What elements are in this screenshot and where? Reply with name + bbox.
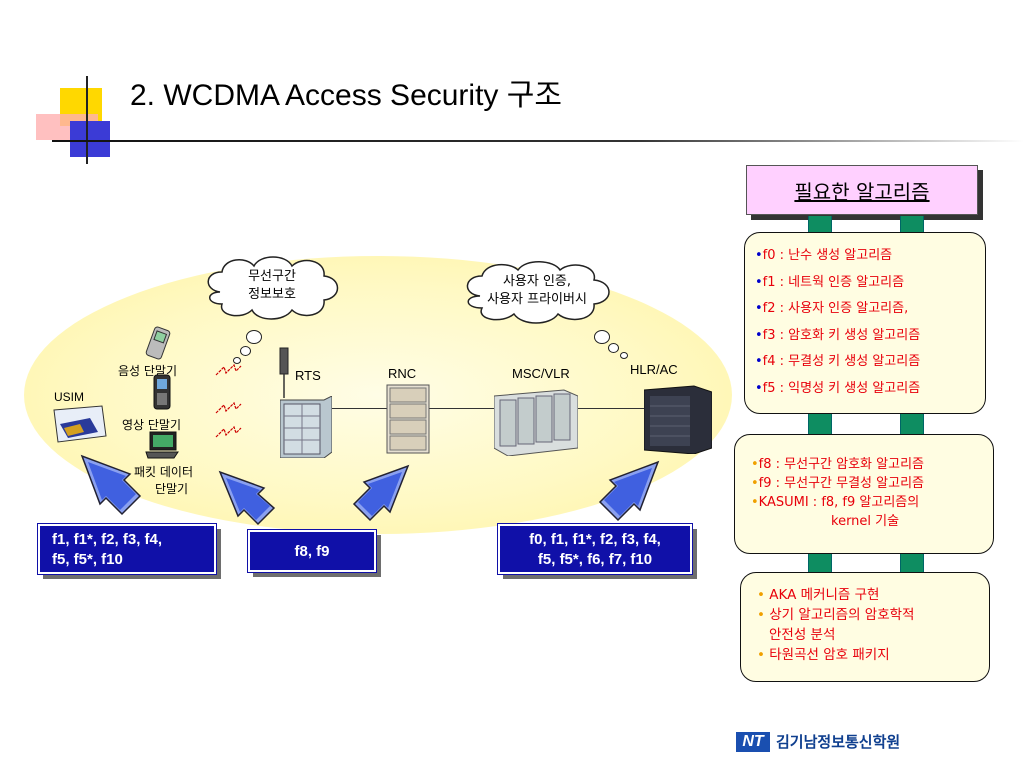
network-link-line (330, 408, 650, 409)
title-deco-vertical-line (86, 76, 88, 164)
list-item: 안전성 분석 (769, 627, 836, 643)
function-box-core: f0, f1, f1*, f2, f3, f4, f5, f5*, f6, f7… (497, 523, 693, 575)
up-arrow-icon (76, 452, 142, 522)
rnc-rack-icon (386, 384, 430, 454)
video-terminal-label: 영상 단말기 (122, 418, 182, 432)
function-box-core-line2: f5, f5*, f6, f7, f10 (537, 551, 653, 568)
list-item: • AKA 메커니즘 구현 (757, 587, 880, 603)
cloud-user-auth: 사용자 인증, 사용자 프라이버시 (458, 260, 616, 326)
cloud-shape-icon (466, 261, 610, 324)
list-item: kernel 기술 (831, 514, 900, 529)
list-item: • 상기 알고리즘의 암호학적 (757, 607, 915, 623)
antenna-icon (278, 346, 290, 398)
title-underline (52, 140, 1024, 142)
algorithm-box-core: •f0 : 난수 생성 알고리즘 •f1 : 네트웍 인증 알고리즘 •f2 :… (744, 232, 986, 414)
rnc-label: RNC (388, 366, 417, 381)
laptop-icon (144, 430, 180, 460)
connector-bar (808, 552, 832, 572)
logo-mark: NT (736, 732, 770, 752)
algorithm-list-wireless: •f8 : 무선구간 암호화 알고리즘 •f9 : 무선구간 무결성 알고리즘 … (751, 455, 924, 531)
function-box-terminal-line1: f1, f1*, f2, f3, f4, (52, 531, 163, 548)
cloud-wireless-security: 무선구간 정보보호 (198, 254, 346, 324)
hlr-label: HLR/AC (630, 362, 678, 377)
rts-cabinet-icon (279, 395, 333, 459)
logo-mark-text: NT (742, 733, 764, 750)
required-algorithms-header: 필요한 알고리즘 (746, 165, 978, 215)
function-box-core-line1: f0, f1, f1*, f2, f3, f4, (529, 531, 661, 548)
list-item: •f0 : 난수 생성 알고리즘 (755, 248, 893, 263)
logo-text: 김기남정보통신학원 (776, 733, 901, 751)
cloud-left-line2: 정보보호 (248, 287, 296, 302)
list-item: •f1 : 네트웍 인증 알고리즘 (755, 274, 905, 290)
usim-card-icon (50, 404, 108, 444)
wireless-signal-icon (214, 424, 242, 443)
connector-bar (900, 216, 924, 234)
title-deco-blue-square (70, 121, 110, 157)
cloud-left-line1: 무선구간 (248, 269, 296, 284)
cloud-right-line2: 사용자 프라이버시 (487, 292, 587, 307)
connector-bar (808, 412, 832, 434)
cloud-left-puff3 (233, 357, 241, 364)
algorithm-box-wireless: •f8 : 무선구간 암호화 알고리즘 •f9 : 무선구간 무결성 알고리즘 … (734, 434, 994, 554)
up-arrow-icon (598, 458, 664, 528)
list-item: •f3 : 암호화 키 생성 알고리즘 (755, 327, 921, 343)
research-box: • AKA 메커니즘 구현 • 상기 알고리즘의 암호학적 안전성 분석 • 타… (740, 572, 990, 682)
msc-rack-icon (493, 386, 579, 457)
voice-phone-icon (142, 326, 172, 362)
cloud-right-puff1 (594, 330, 610, 344)
algorithm-list-core: •f0 : 난수 생성 알고리즘 •f1 : 네트웍 인증 알고리즘 •f2 :… (755, 243, 920, 402)
connector-bar (900, 552, 924, 572)
up-arrow-icon (214, 468, 278, 528)
hlr-server-icon (643, 382, 713, 455)
function-box-terminal: f1, f1*, f2, f3, f4, f5, f5*, f10 (37, 523, 217, 575)
function-box-rnc-line1: f8, f9 (294, 543, 330, 560)
list-item: • 타원곡선 암호 패키지 (757, 647, 890, 663)
list-item: •f2 : 사용자 인증 알고리즘, (755, 301, 909, 316)
list-item: •f5 : 익명성 키 생성 알고리즘 (755, 380, 921, 396)
cloud-left-puff2 (240, 346, 251, 356)
wireless-signal-icon (214, 400, 242, 419)
cloud-right-puff2 (608, 343, 619, 353)
research-list: • AKA 메커니즘 구현 • 상기 알고리즘의 암호학적 안전성 분석 • 타… (757, 585, 914, 665)
list-item: •f9 : 무선구간 무결성 알고리즘 (751, 476, 924, 491)
rts-label: RTS (295, 368, 321, 383)
cloud-shape-icon (207, 256, 339, 320)
connector-bar (808, 216, 832, 234)
video-phone-icon (152, 374, 172, 410)
usim-label: USIM (54, 390, 84, 404)
list-item: •KASUMI : f8, f9 알고리즘의 (751, 495, 920, 510)
packet-terminal-line1: 패킷 데이터 (134, 465, 194, 479)
required-algorithms-header-text: 필요한 알고리즘 (794, 179, 930, 204)
up-arrow-icon (350, 462, 414, 524)
function-box-terminal-line2: f5, f5*, f10 (52, 551, 123, 568)
cloud-right-puff3 (620, 352, 628, 359)
wireless-signal-icon (214, 362, 242, 381)
packet-terminal-line2: 단말기 (154, 482, 189, 496)
packet-terminal-label: 패킷 데이터 단말기 (134, 463, 193, 497)
function-box-rnc: f8, f9 (247, 529, 377, 573)
cloud-left-puff1 (246, 330, 262, 344)
list-item: •f8 : 무선구간 암호화 알고리즘 (751, 457, 924, 472)
page-title: 2. WCDMA Access Security 구조 (130, 79, 562, 112)
cloud-right-line1: 사용자 인증, (502, 274, 572, 289)
list-item: •f4 : 무결성 키 생성 알고리즘 (755, 354, 921, 369)
connector-bar (900, 412, 924, 434)
msc-label: MSC/VLR (512, 366, 570, 381)
